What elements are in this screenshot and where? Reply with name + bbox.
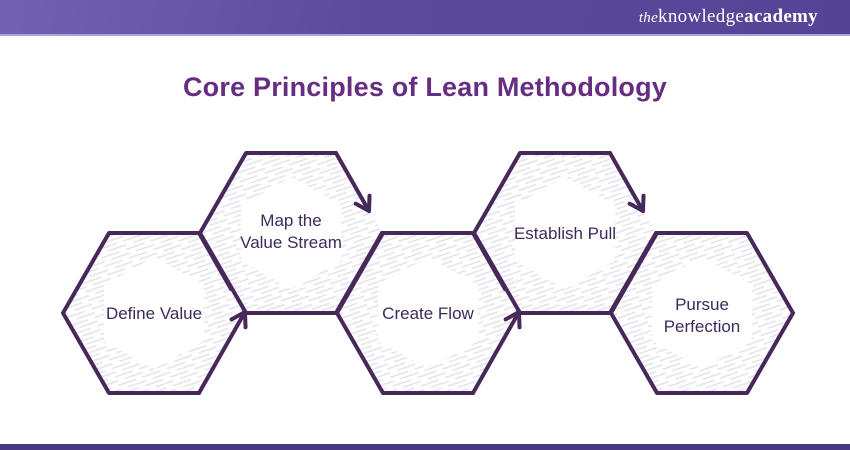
header-bar: theknowledgeacademy — [0, 0, 850, 36]
page-title: Core Principles of Lean Methodology — [182, 72, 668, 102]
hexagon-label-pursue-line1: Pursue — [675, 295, 729, 314]
hexagon-inner-white — [104, 257, 204, 369]
hexagon-inner-white — [241, 177, 341, 289]
hexagon-label-map-line2: Value Stream — [240, 233, 342, 252]
hexagon-pursue-perfection: Pursue Perfection — [609, 231, 795, 395]
hexagon-inner-white — [652, 257, 752, 369]
hexagon-label-map-line1: Map the — [260, 211, 321, 230]
logo-knowledge: knowledge — [658, 6, 745, 27]
hexagon-inner-white — [378, 257, 478, 369]
hexagon-label-create-flow: Create Flow — [382, 304, 474, 323]
hexagon-label-define-value: Define Value — [106, 304, 202, 323]
footer-bar — [0, 444, 850, 450]
hexagon-establish-pull: Establish Pull — [472, 151, 658, 315]
logo-the: the — [638, 10, 659, 26]
hexagon-outline — [609, 231, 795, 395]
flow-arrow-4 — [608, 151, 646, 213]
flow-arrow-3 — [471, 310, 522, 395]
hexagon-define-value: Define Value — [61, 231, 248, 395]
hexagon-inner-white — [515, 177, 615, 289]
flow-arrow-2 — [334, 151, 372, 213]
hexagon-label-establish-pull: Establish Pull — [514, 224, 616, 243]
logo-academy: academy — [744, 6, 818, 27]
hexagon-create-flow: Create Flow — [335, 231, 522, 395]
brand-logo: theknowledgeacademy — [639, 6, 818, 28]
hexagon-label-pursue-line2: Perfection — [664, 317, 741, 336]
flow-arrow-1 — [197, 310, 248, 395]
